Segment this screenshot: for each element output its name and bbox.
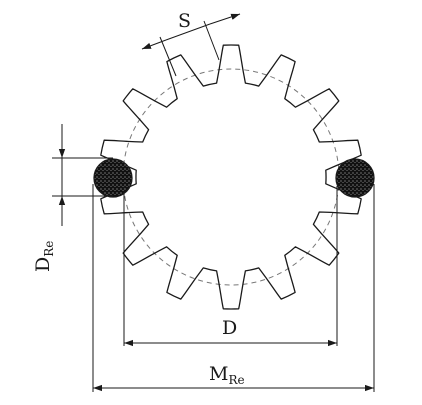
extension-lines (52, 20, 375, 392)
s-dimension (141, 13, 241, 50)
dre-label: DRe (32, 241, 56, 272)
mre-label: MRe (209, 363, 245, 387)
right-measuring-ball (335, 158, 375, 198)
s-label: S (178, 10, 191, 32)
gear-profile (100, 44, 362, 310)
left-measuring-ball (93, 158, 133, 198)
d-label: D (222, 317, 237, 339)
